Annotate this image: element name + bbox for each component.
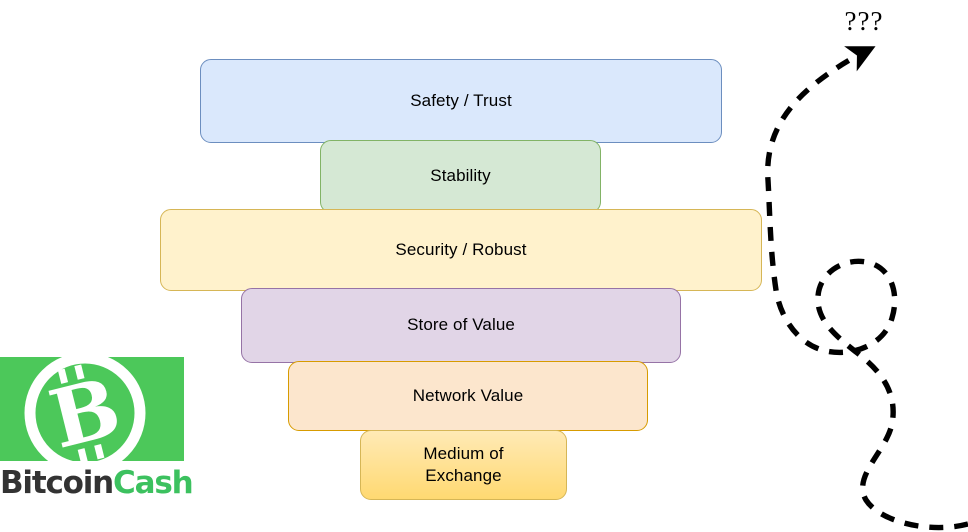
wordmark-cash: Cash: [113, 465, 194, 501]
squiggle-path: [765, 46, 968, 531]
pyramid-layer-label: Security / Robust: [395, 239, 527, 259]
wordmark-bitcoin: Bitcoin: [0, 465, 114, 501]
pyramid-layer-label: Medium of Exchange: [423, 443, 504, 485]
bitcoin-cash-wordmark: BitcoinCash: [0, 461, 194, 506]
pyramid-layer-label: Safety / Trust: [410, 90, 512, 110]
pyramid-layer-stability[interactable]: Stability: [320, 140, 601, 213]
pyramid-layer-store-of-value[interactable]: Store of Value: [241, 288, 681, 363]
pyramid-layer-label: Network Value: [412, 385, 524, 405]
pyramid-layer-label: Store of Value: [407, 315, 515, 335]
question-marks-label: ???: [844, 6, 884, 36]
dashed-squiggle-arrow: [765, 46, 968, 531]
pyramid-layer-label: Stability: [430, 166, 491, 186]
bitcoin-cash-icon: B: [0, 357, 184, 461]
bitcoin-cash-logo: B BitcoinCash: [0, 357, 194, 532]
pyramid-layer-security-robust[interactable]: Security / Robust: [160, 209, 762, 291]
pyramid-layer-network-value[interactable]: Network Value: [288, 361, 648, 431]
pyramid-layer-medium-of-exchange[interactable]: Medium of Exchange: [360, 430, 567, 500]
pyramid-layer-safety-trust[interactable]: Safety / Trust: [200, 59, 722, 143]
